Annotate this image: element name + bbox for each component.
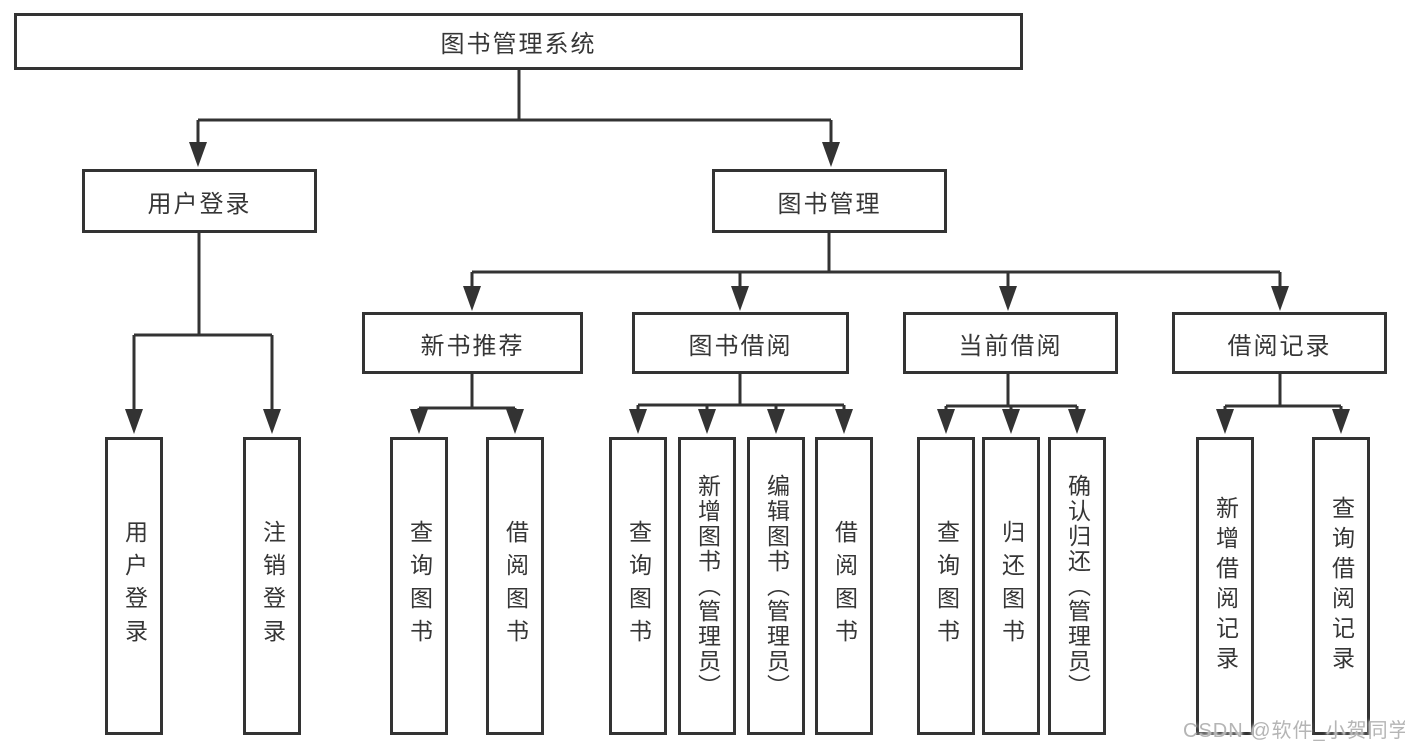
- arrowhead-icon: [629, 409, 647, 434]
- arrowhead-icon: [506, 409, 524, 434]
- leaf-confirm-return-admin: 确认归还（管理员）: [1048, 437, 1106, 735]
- leaf-user-login: 用户登录: [105, 437, 163, 735]
- node-current-borrow: 当前借阅: [903, 312, 1118, 374]
- leaf-recommend-borrow-books: 借阅图书: [486, 437, 544, 735]
- leaf-borrow-query-books: 查询图书: [609, 437, 667, 735]
- arrowhead-icon: [263, 409, 281, 434]
- node-borrow-records: 借阅记录: [1172, 312, 1387, 374]
- leaf-borrow-books: 借阅图书: [815, 437, 873, 735]
- leaf-add-borrow-record: 新增借阅记录: [1196, 437, 1254, 735]
- arrowhead-icon: [1002, 409, 1020, 434]
- arrowhead-icon: [1216, 409, 1234, 434]
- arrowhead-icon: [767, 409, 785, 434]
- connector-bookmgmt-to-level3: [470, 233, 1282, 290]
- arrowhead-icon: [822, 142, 840, 167]
- arrowhead-icon: [189, 142, 207, 167]
- arrowhead-icon: [463, 286, 481, 311]
- leaf-query-borrow-record: 查询借阅记录: [1312, 437, 1370, 735]
- arrowhead-icon: [1271, 286, 1289, 311]
- arrowhead-icon: [1068, 409, 1086, 434]
- connector-userlogin-to-leaves: [132, 233, 274, 414]
- arrowhead-icon: [999, 286, 1017, 311]
- node-book-management: 图书管理: [712, 169, 947, 233]
- arrowhead-icon: [731, 286, 749, 311]
- connector-records-to-leaves: [1223, 374, 1343, 412]
- leaf-recommend-query-books: 查询图书: [390, 437, 448, 735]
- arrowhead-icon: [937, 409, 955, 434]
- connector-bookborrow-to-leaves: [636, 374, 846, 412]
- node-root: 图书管理系统: [14, 13, 1023, 70]
- arrowhead-icon: [1332, 409, 1350, 434]
- arrowhead-icon: [698, 409, 716, 434]
- leaf-edit-books-admin: 编辑图书（管理员）: [747, 437, 805, 735]
- connector-root-to-level2: [196, 69, 833, 147]
- node-book-borrow: 图书借阅: [632, 312, 849, 374]
- arrowhead-icons: [125, 142, 1350, 434]
- leaf-add-books-admin: 新增图书（管理员）: [678, 437, 736, 735]
- leaf-return-books: 归还图书: [982, 437, 1040, 735]
- leaf-logout: 注销登录: [243, 437, 301, 735]
- connector-newrec-to-leaves: [417, 374, 517, 414]
- node-new-book-recommend: 新书推荐: [362, 312, 583, 374]
- node-user-login: 用户登录: [82, 169, 317, 233]
- connector-currentborrow-to-leaves: [944, 374, 1079, 412]
- arrowhead-icon: [835, 409, 853, 434]
- csdn-watermark: CSDN @软件_小贺同学: [1183, 720, 1405, 742]
- arrowhead-icon: [410, 409, 428, 434]
- leaf-current-query-books: 查询图书: [917, 437, 975, 735]
- arrowhead-icon: [125, 409, 143, 434]
